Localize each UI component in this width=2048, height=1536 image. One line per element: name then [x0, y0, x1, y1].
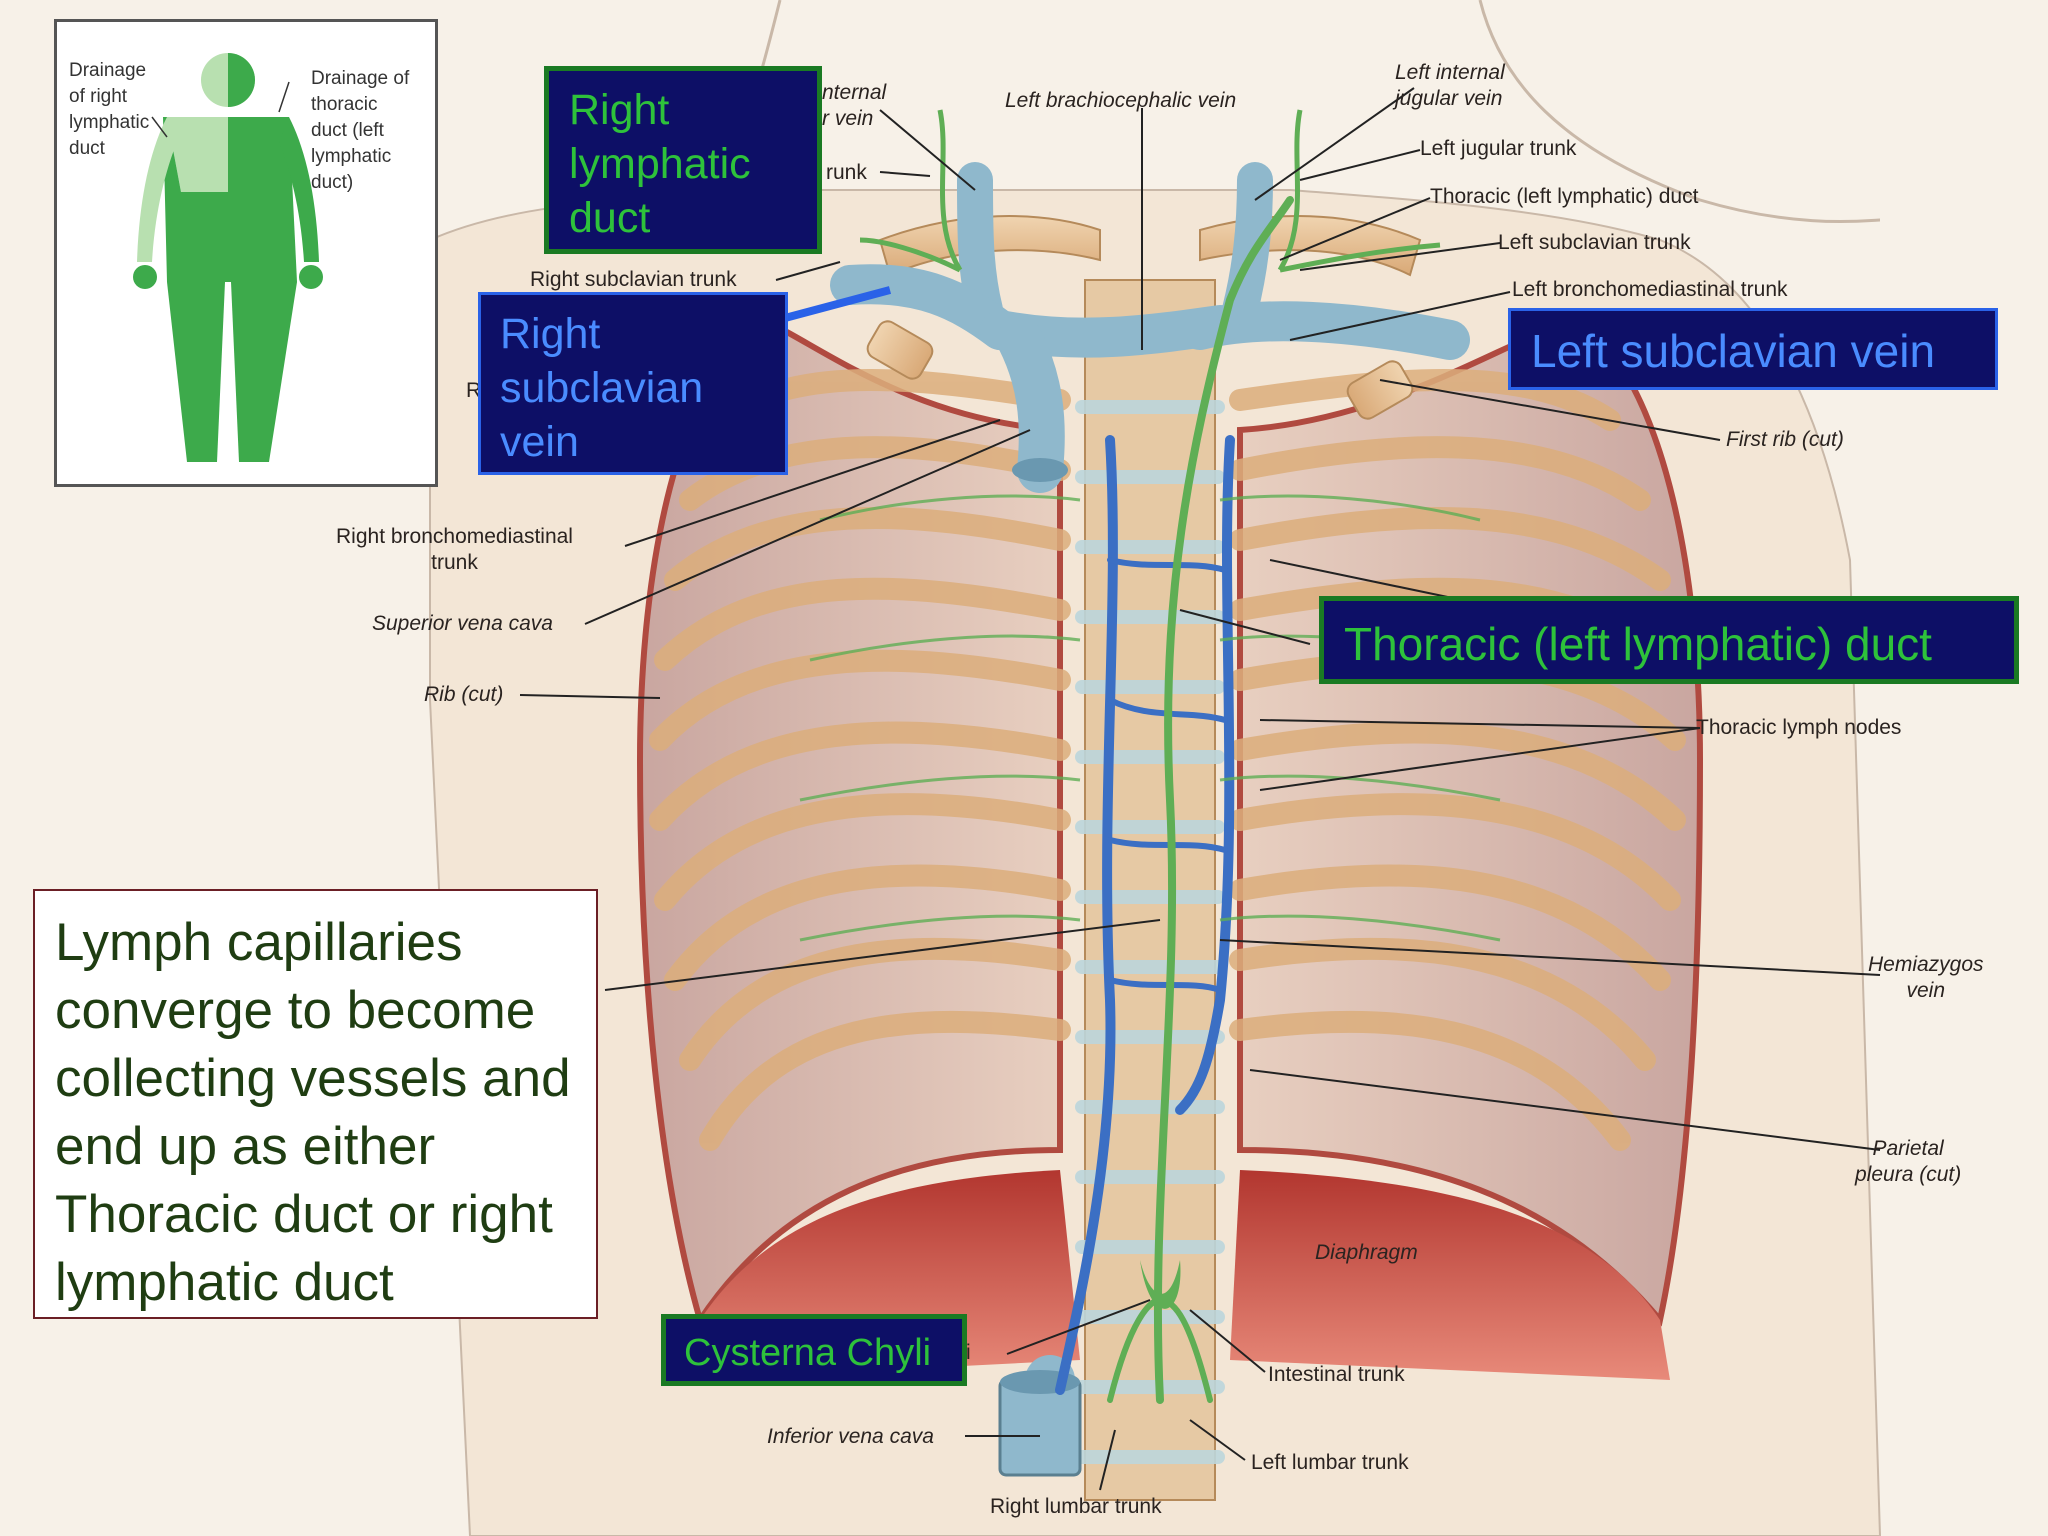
label-thoracic-duct-small: Thoracic (left lymphatic) duct: [1430, 185, 1699, 208]
inset-label-right-drainage: Drainage of right lymphatic duct: [69, 60, 150, 159]
label-hemiazygos-vein: Hemiazygos vein: [1868, 953, 1984, 1003]
label-first-rib: First rib (cut): [1726, 428, 1844, 451]
svc-opening: [1012, 458, 1068, 482]
ribs-right-side: [649, 369, 1071, 1151]
label-left-jugular-trunk: Left jugular trunk: [1420, 137, 1577, 160]
neck-right: [1478, 0, 1881, 224]
label-thoracic-lymph-nodes: Thoracic lymph nodes: [1696, 716, 1902, 739]
diaphragm-right: [1230, 1170, 1670, 1380]
lymph-vessels-neck: [859, 109, 1441, 273]
label-left-internal-jugular-vein: Left internal jugular vein: [1395, 61, 1505, 111]
thoracic-duct-box: Thoracic (left lymphatic) duct: [1319, 596, 2019, 684]
drainage-inset: Drainage of right lymphatic duct Drainag…: [54, 19, 438, 487]
label-parietal-pleura: Parietal pleura (cut): [1855, 1137, 1962, 1187]
cisterna-chyli-shape: [1140, 1260, 1181, 1309]
right-subclavian-pointer: [783, 286, 892, 322]
right-lymphatic-duct-box: Right lymphatic duct: [544, 66, 822, 254]
label-left-brachiocephalic-vein: Left brachiocephalic vein: [1005, 89, 1237, 112]
label-right-bronchomediastinal-trunk: Right bronchomediastinal trunk: [336, 525, 573, 575]
body-silhouette: [133, 53, 323, 462]
label-partial-r: R: [466, 379, 482, 402]
label-left-lumbar-trunk: Left lumbar trunk: [1251, 1451, 1409, 1474]
right-subclavian-vein-box: Right subclavian vein: [478, 292, 788, 475]
label-left-subclavian-trunk: Left subclavian trunk: [1498, 231, 1691, 254]
label-intestinal-trunk: Intestinal trunk: [1268, 1363, 1405, 1386]
ivc-stump: [998, 1378, 1082, 1477]
cysterna-chyli-box: Cysterna Chyli: [661, 1314, 967, 1386]
label-rib-cut: Rib (cut): [424, 683, 504, 706]
lymph-capillaries-callout: Lymph capillaries converge to become col…: [33, 889, 598, 1319]
label-partial-i: i: [966, 1341, 971, 1364]
left-subclavian-vein-box: Left subclavian vein: [1508, 308, 1998, 390]
label-left-bronchomediastinal-trunk: Left bronchomediastinal trunk: [1512, 278, 1788, 301]
right-chest-cavity: [636, 316, 1063, 1328]
inset-label-thoracic-drainage: Drainage of thoracic duct (left lymphati…: [311, 68, 410, 193]
label-diaphragm: Diaphragm: [1315, 1241, 1418, 1264]
label-trunk-partial: runk: [826, 161, 867, 184]
label-right-lumbar-trunk: Right lumbar trunk: [990, 1495, 1162, 1518]
leader-lines: [519, 87, 1881, 1491]
label-inferior-vena-cava: Inferior vena cava: [767, 1425, 934, 1448]
label-internal-jugular-partial: nternal r vein: [822, 81, 887, 131]
label-right-subclavian-trunk: Right subclavian trunk: [530, 268, 737, 291]
label-superior-vena-cava: Superior vena cava: [372, 612, 553, 635]
